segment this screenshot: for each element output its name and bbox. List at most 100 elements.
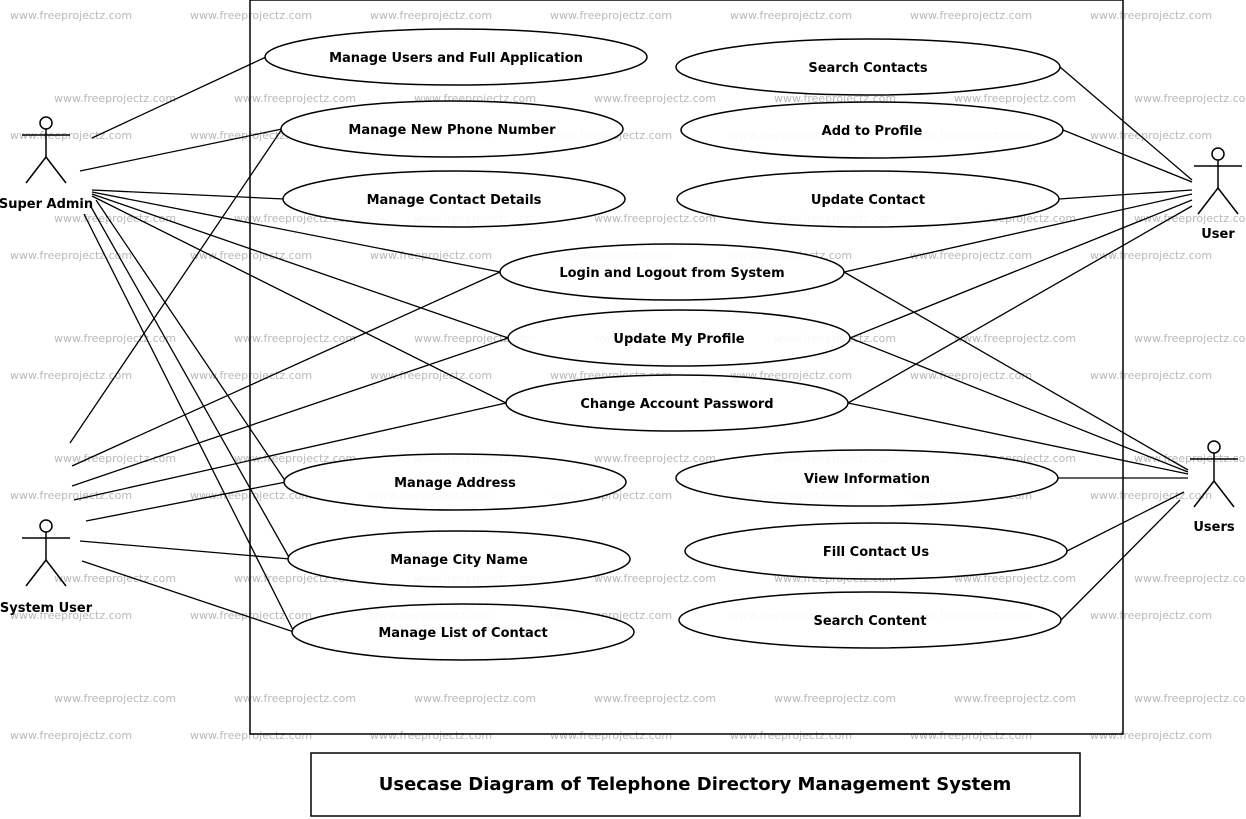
actor-left-leg: [25, 559, 47, 587]
watermark-text: www.freeprojectz.com: [190, 489, 312, 502]
association-super-admin-manage-address: [95, 199, 287, 483]
watermark-text: www.freeprojectz.com: [910, 729, 1032, 742]
association-super-admin-manage-city-name: [89, 204, 291, 560]
watermark-text: www.freeprojectz.com: [1134, 572, 1246, 585]
association-super-admin-update-my-profile: [91, 193, 509, 339]
association-users-login-logout: [843, 271, 1189, 471]
usecase-ellipse: [675, 449, 1059, 507]
watermark-text: www.freeprojectz.com: [1134, 332, 1246, 345]
watermark-text: www.freeprojectz.com: [370, 729, 492, 742]
usecase-label: Fill Contact Us: [823, 545, 929, 560]
watermark-text: www.freeprojectz.com: [1090, 129, 1212, 142]
usecase-ellipse: [280, 100, 624, 158]
actor-label: System User: [0, 601, 93, 616]
usecase-manage-list-of-contact: Manage List of Contact: [291, 603, 635, 661]
association-super-admin-manage-list-of-contact: [83, 213, 295, 633]
watermark-text: www.freeprojectz.com: [10, 729, 132, 742]
usecase-fill-contact-us: Fill Contact Us: [684, 522, 1068, 580]
watermark-text: www.freeprojectz.com: [910, 369, 1032, 382]
watermark-text: www.freeprojectz.com: [774, 692, 896, 705]
actor-head: [1211, 147, 1225, 161]
usecase-ellipse: [676, 170, 1060, 228]
watermark-text: www.freeprojectz.com: [10, 9, 132, 22]
diagram-title: Usecase Diagram of Telephone Directory M…: [379, 774, 1011, 795]
usecase-ellipse: [684, 522, 1068, 580]
watermark-text: www.freeprojectz.com: [54, 572, 176, 585]
association-users-search-content: [1060, 499, 1181, 621]
watermark-text: www.freeprojectz.com: [234, 332, 356, 345]
actor-system-user: System User: [0, 519, 93, 616]
usecase-ellipse: [678, 591, 1062, 649]
usecase-label: Change Account Password: [580, 397, 773, 412]
association-system-user-update-my-profile: [71, 337, 509, 487]
association-system-user-manage-new-phone-number: [69, 128, 283, 444]
usecase-ellipse: [675, 38, 1061, 96]
association-super-admin-change-account-password: [91, 195, 507, 404]
watermark-text: www.freeprojectz.com: [414, 692, 536, 705]
usecase-label: Update My Profile: [613, 332, 744, 347]
association-user-add-to-profile: [1062, 129, 1193, 183]
watermark-text: www.freeprojectz.com: [1090, 369, 1212, 382]
title-box: [310, 752, 1081, 817]
usecase-label: Manage New Phone Number: [348, 123, 556, 138]
watermark-text: www.freeprojectz.com: [54, 212, 176, 225]
association-user-search-contacts: [1059, 66, 1193, 181]
usecase-login-logout: Login and Logout from System: [499, 243, 845, 301]
watermark-text: www.freeprojectz.com: [594, 452, 716, 465]
association-user-update-contact: [1058, 189, 1193, 200]
usecase-label: View Information: [804, 472, 930, 487]
watermark-text: www.freeprojectz.com: [910, 9, 1032, 22]
actor-left-leg: [25, 156, 47, 184]
association-user-change-account-password: [847, 205, 1193, 404]
usecase-label: Manage City Name: [390, 553, 528, 568]
watermark-text: www.freeprojectz.com: [1134, 92, 1246, 105]
system-boundary: [249, 0, 1124, 735]
usecase-ellipse: [680, 101, 1064, 159]
watermark-text: www.freeprojectz.com: [730, 9, 852, 22]
usecase-add-to-profile: Add to Profile: [680, 101, 1064, 159]
usecase-ellipse: [264, 28, 648, 86]
watermark-text: www.freeprojectz.com: [550, 9, 672, 22]
watermark-text: www.freeprojectz.com: [550, 729, 672, 742]
watermark-text: www.freeprojectz.com: [730, 729, 852, 742]
usecase-label: Login and Logout from System: [559, 266, 784, 281]
usecase-manage-new-phone-number: Manage New Phone Number: [280, 100, 624, 158]
watermark-text: www.freeprojectz.com: [234, 452, 356, 465]
usecase-label: Manage Contact Details: [367, 193, 542, 208]
watermark-text: www.freeprojectz.com: [190, 729, 312, 742]
association-users-change-account-password: [847, 402, 1189, 475]
association-super-admin-manage-contact-details: [91, 189, 285, 200]
usecase-manage-city-name: Manage City Name: [287, 530, 631, 588]
usecase-search-content: Search Content: [678, 591, 1062, 649]
usecase-label: Search Contacts: [808, 61, 927, 76]
actor-left-leg: [1197, 187, 1219, 215]
actor-label: User: [1201, 227, 1235, 242]
watermark-text: www.freeprojectz.com: [190, 609, 312, 622]
watermark-text: www.freeprojectz.com: [1090, 249, 1212, 262]
usecase-label: Search Content: [813, 614, 926, 629]
association-users-update-my-profile: [849, 337, 1189, 473]
watermark-layer: www.freeprojectz.com www.freeprojectz.com…: [10, 9, 1246, 742]
usecase-label: Manage Address: [394, 476, 516, 491]
usecase-manage-users-full-app: Manage Users and Full Application: [264, 28, 648, 86]
usecase-manage-address: Manage Address: [283, 453, 627, 511]
watermark-text: www.freeprojectz.com: [10, 609, 132, 622]
watermark-text: www.freeprojectz.com: [954, 92, 1076, 105]
actor-head: [39, 116, 53, 130]
watermark-text: www.freeprojectz.com: [370, 9, 492, 22]
actor-label: Super Admin: [0, 197, 93, 212]
watermark-text: www.freeprojectz.com: [54, 92, 176, 105]
watermark-text: www.freeprojectz.com: [10, 129, 132, 142]
watermark-text: www.freeprojectz.com: [594, 92, 716, 105]
actor-user: User: [1194, 147, 1242, 242]
watermark-text: www.freeprojectz.com: [10, 489, 132, 502]
actor-left-leg: [1193, 480, 1215, 508]
usecase-ellipse: [282, 170, 626, 228]
watermark-text: www.freeprojectz.com: [10, 249, 132, 262]
association-user-login-logout: [843, 193, 1193, 273]
watermark-text: www.freeprojectz.com: [1090, 9, 1212, 22]
actor-users: Users: [1190, 440, 1238, 535]
association-users-fill-contact-us: [1066, 491, 1185, 552]
